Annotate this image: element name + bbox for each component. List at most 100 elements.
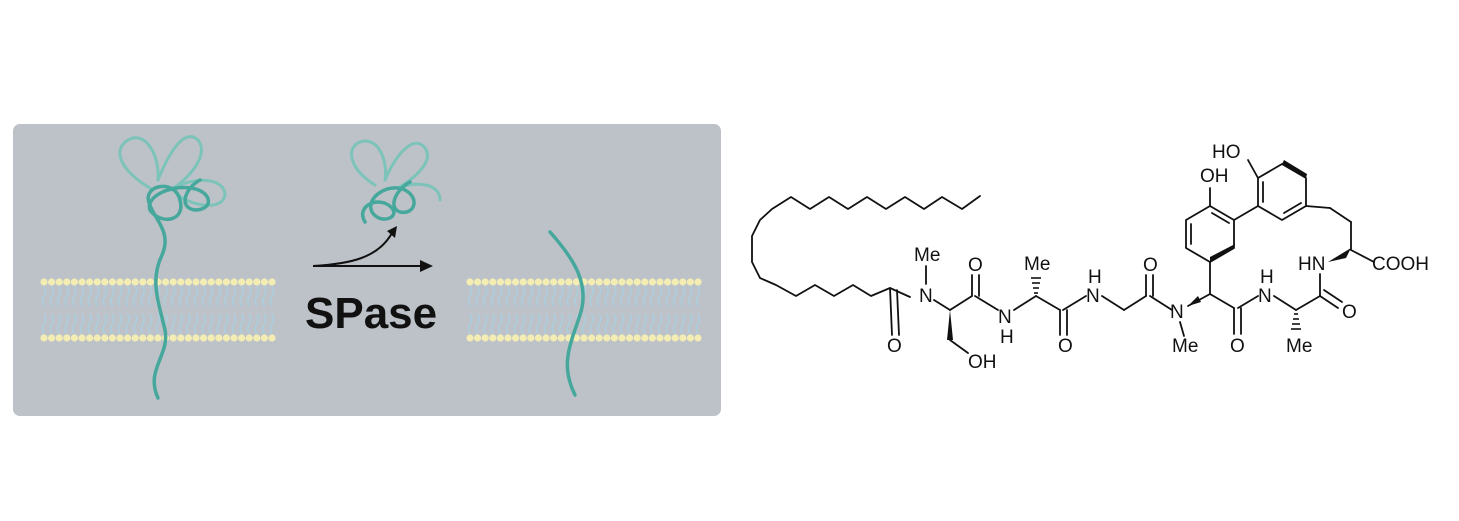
lipid-tail <box>635 285 640 307</box>
lipid-head <box>108 278 116 286</box>
bond <box>949 339 969 354</box>
lipid-tail <box>224 313 229 335</box>
lipid-head <box>550 278 558 286</box>
lipid-tail <box>521 313 526 335</box>
lipid-tail <box>87 313 92 335</box>
lipid-tail <box>269 313 275 335</box>
bond <box>1350 249 1375 263</box>
lipid-head <box>474 278 482 286</box>
lipid-tail <box>475 313 480 335</box>
lipid-tail <box>574 285 579 307</box>
lipid-head <box>86 278 94 286</box>
lipid-head <box>534 278 543 286</box>
lipid-tail <box>79 313 85 335</box>
lipid-head <box>626 278 634 286</box>
lipid-head <box>108 334 116 342</box>
lipid-tail <box>117 313 123 335</box>
lipid-tail <box>498 313 503 335</box>
lipid-head <box>466 334 474 342</box>
hashed-bond <box>1031 277 1041 294</box>
lipid-tail <box>163 285 168 307</box>
lipid-head <box>489 278 497 286</box>
lipid-head <box>253 334 261 342</box>
lipid-tail <box>490 313 495 335</box>
lipid-head <box>253 278 261 286</box>
lipid-tail <box>673 313 678 335</box>
lipid-head <box>496 334 504 342</box>
lipid-tail <box>95 313 100 335</box>
lipid-head <box>664 334 672 342</box>
lipid-tail <box>566 285 571 307</box>
lipid-head <box>116 334 124 342</box>
lipid-tail <box>201 313 206 335</box>
lipid-tail <box>262 285 267 307</box>
release-arrow-head <box>387 226 397 238</box>
lipid-head <box>618 334 626 342</box>
atom-o-ser: O <box>968 255 983 276</box>
lipid-head <box>101 278 109 286</box>
lipid-head <box>230 278 238 286</box>
lipid-tail <box>231 285 237 307</box>
bond <box>889 287 893 336</box>
bond <box>1305 205 1331 209</box>
lipid-tail <box>612 285 617 307</box>
wedge-bond <box>1188 296 1201 306</box>
lipid-tail <box>604 313 609 335</box>
bond <box>1101 295 1125 311</box>
lipid-tail <box>695 285 701 307</box>
lipid-tail <box>498 285 503 307</box>
bold-bond <box>1282 160 1307 178</box>
lipid-head <box>656 334 664 342</box>
lipid-head <box>496 278 504 286</box>
lipid-head <box>63 278 71 286</box>
lipid-head <box>207 278 215 286</box>
bond <box>1247 159 1259 179</box>
lipid-bilayer-left <box>40 278 276 342</box>
lipid-tail <box>597 313 602 335</box>
lipid-tail <box>262 313 267 335</box>
lipid-tail <box>490 285 495 307</box>
lipid-tail <box>642 313 647 335</box>
bond <box>1319 295 1339 309</box>
lipid-head <box>572 278 581 286</box>
lipid-tail <box>186 313 191 335</box>
lipid-head <box>610 278 619 286</box>
lipid-head <box>124 278 132 286</box>
bold-bond <box>1210 244 1235 262</box>
preprotein-left <box>118 135 227 400</box>
atom-nh3-n: N <box>1258 286 1272 307</box>
lipid-head <box>93 278 101 286</box>
lipid-tail <box>642 285 647 307</box>
bond <box>1062 295 1087 311</box>
lipid-head <box>260 278 268 286</box>
lipid-tail <box>513 285 518 307</box>
lipid-head <box>238 334 246 342</box>
aromatic-ring-1 <box>1185 205 1235 263</box>
lipid-tail <box>619 285 625 307</box>
lipid-tail <box>688 313 693 335</box>
lipid-head <box>588 334 596 342</box>
wedge-bond <box>1328 248 1351 262</box>
lipid-chain <box>751 195 981 298</box>
lipid-tail <box>209 313 214 335</box>
bond <box>1329 207 1352 223</box>
bond <box>1149 295 1173 311</box>
lipid-tail <box>551 285 556 307</box>
lipid-tail <box>110 285 115 307</box>
lipid-head <box>154 334 162 342</box>
lipid-head <box>557 278 565 286</box>
lipid-head <box>633 278 641 286</box>
lipid-tail <box>269 285 275 307</box>
lipid-tail <box>171 313 176 335</box>
lipid-tail <box>657 285 663 307</box>
lipid-tail <box>125 313 130 335</box>
atom-o-acyl: O <box>887 336 902 357</box>
lipid-tail <box>148 285 153 307</box>
lipid-head <box>146 334 154 342</box>
lipid-tail <box>536 285 541 307</box>
bond <box>1035 295 1061 311</box>
lipid-tail <box>140 313 145 335</box>
lipid-head <box>511 278 520 286</box>
panel-background <box>13 124 721 416</box>
lipid-tail <box>505 285 511 307</box>
